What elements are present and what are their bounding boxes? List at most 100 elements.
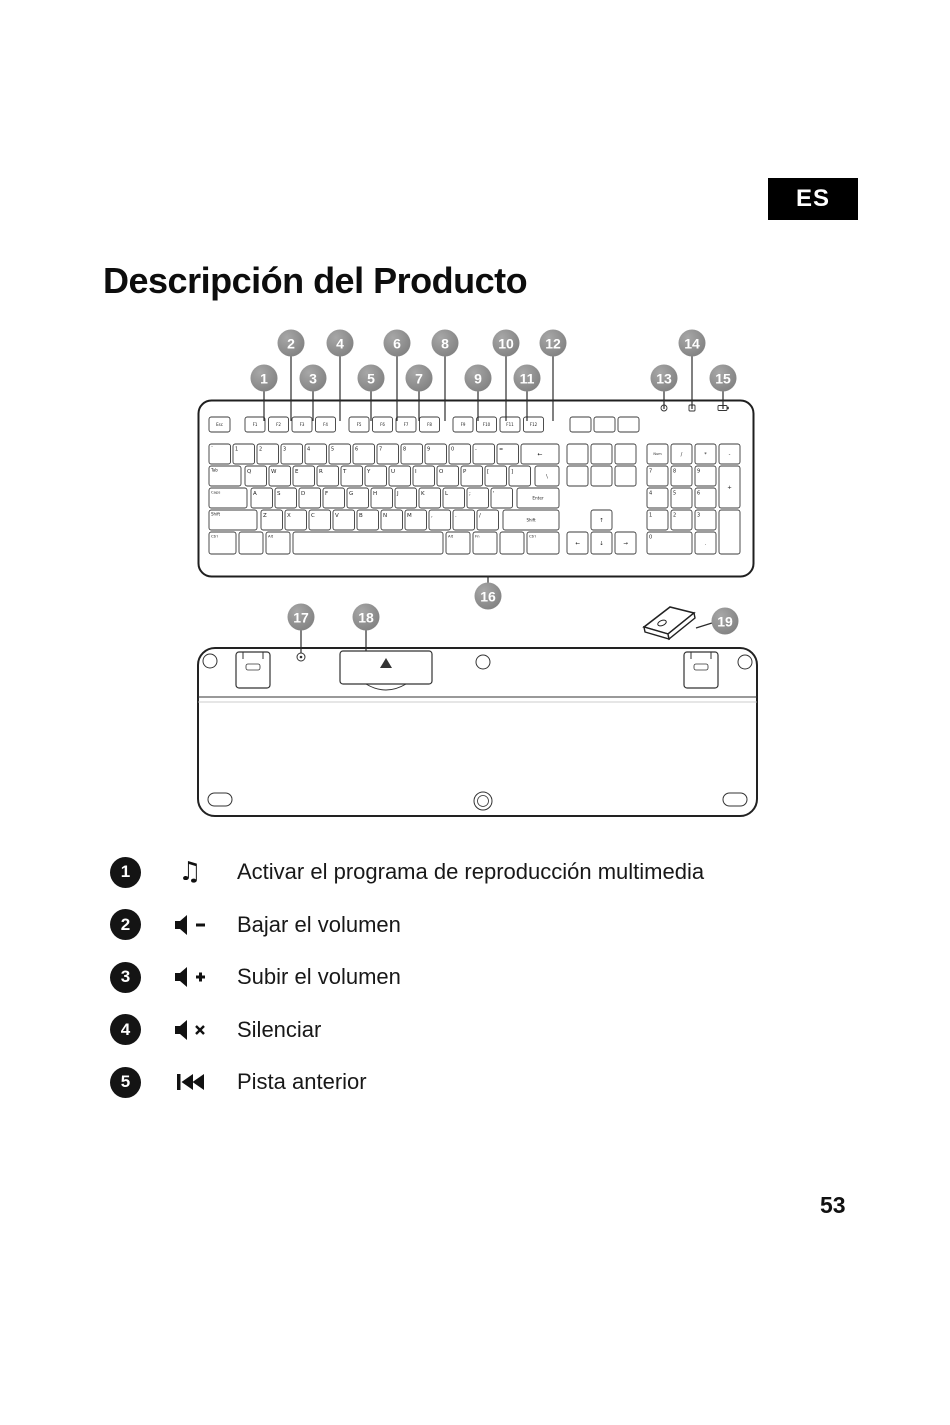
svg-text:5: 5 xyxy=(673,491,676,497)
keyboard-key xyxy=(442,487,465,509)
svg-text:O: O xyxy=(439,469,444,475)
legend-item-text: Subir el volumen xyxy=(237,964,401,989)
svg-text:]: ] xyxy=(511,469,513,475)
svg-text:F3: F3 xyxy=(300,422,305,427)
keyboard-key xyxy=(476,416,497,433)
keyboard-key xyxy=(208,531,237,555)
svg-text:U: U xyxy=(391,469,395,475)
svg-text:R: R xyxy=(319,469,323,475)
keyboard-key xyxy=(523,416,544,433)
legend-item: 4 Silenciar xyxy=(110,1014,704,1046)
keyboard-key xyxy=(694,487,717,509)
svg-text:A: A xyxy=(253,491,257,497)
keyboard-key xyxy=(614,531,637,555)
svg-text:V: V xyxy=(335,513,339,519)
keyboard-key xyxy=(694,465,717,487)
keyboard-key xyxy=(718,443,741,465)
keyboard-key xyxy=(268,416,289,433)
legend-item-text: Pista anterior xyxy=(237,1069,367,1094)
svg-text:8: 8 xyxy=(403,447,406,453)
keyboard-key xyxy=(445,531,471,555)
volume-up-icon xyxy=(173,966,207,988)
svg-text:F4: F4 xyxy=(323,422,328,427)
svg-text:F: F xyxy=(325,491,328,497)
svg-text:4: 4 xyxy=(649,491,652,497)
svg-text:F10: F10 xyxy=(483,422,491,427)
keyboard-key xyxy=(646,509,669,531)
keyboard-key xyxy=(534,465,560,487)
svg-text:1: 1 xyxy=(649,513,652,519)
legend-item-number: 5 xyxy=(110,1066,141,1098)
keyboard-key xyxy=(590,509,613,531)
keyboard-key xyxy=(508,465,531,487)
page-number: 53 xyxy=(820,1192,846,1218)
callout-3: 3 xyxy=(299,364,327,392)
keyboard-key xyxy=(718,465,741,509)
keyboard-key xyxy=(346,487,369,509)
keyboard-key xyxy=(322,487,345,509)
svg-text:Shift: Shift xyxy=(526,517,536,522)
keyboard-key xyxy=(566,465,589,487)
svg-text:2: 2 xyxy=(259,447,262,453)
keyboard-key xyxy=(208,465,242,487)
svg-text:-: - xyxy=(729,452,731,458)
callout-12: 12 xyxy=(539,329,567,357)
rubber-foot-right xyxy=(722,792,748,807)
svg-text:Shift: Shift xyxy=(211,512,221,517)
callout-14: 14 xyxy=(678,329,706,357)
keyboard-key xyxy=(694,531,717,555)
svg-text:5: 5 xyxy=(331,447,334,453)
keyboard-key xyxy=(670,465,693,487)
keyboard-key xyxy=(436,465,459,487)
legend-item: 5 Pista anterior xyxy=(110,1066,704,1098)
keyboard-key xyxy=(490,487,513,509)
keyboard-key xyxy=(418,487,441,509)
keyboard-key xyxy=(694,443,717,465)
keyboard-key xyxy=(352,443,375,465)
legend-item: 3 Subir el volumen xyxy=(110,961,704,993)
keyboard-key xyxy=(590,465,613,487)
keyboard-key xyxy=(348,416,370,433)
keyboard-key xyxy=(452,416,474,433)
keyboard-key xyxy=(238,531,264,555)
svg-text:=: = xyxy=(499,447,503,453)
svg-text:0: 0 xyxy=(451,447,454,453)
keyboard-key xyxy=(304,443,327,465)
keyboard-key xyxy=(244,416,266,433)
svg-text:F1: F1 xyxy=(253,422,258,427)
svg-text:+: + xyxy=(727,485,732,491)
keyboard-key xyxy=(388,465,411,487)
svg-text:-: - xyxy=(475,447,477,453)
svg-text:[: [ xyxy=(487,469,489,475)
keyboard-key xyxy=(670,509,693,531)
svg-text:F2: F2 xyxy=(276,422,281,427)
keyboard-key xyxy=(340,465,363,487)
callout-11: 11 xyxy=(513,364,541,392)
keyboard-key xyxy=(316,465,339,487)
keyboard-key xyxy=(400,443,423,465)
keyboard-key xyxy=(569,416,592,433)
battery-door-right xyxy=(683,651,719,689)
keyboard-key xyxy=(590,531,613,555)
svg-text:F8: F8 xyxy=(427,422,432,427)
callout-4: 4 xyxy=(326,329,354,357)
page-title: Descripción del Producto xyxy=(103,260,528,301)
svg-text:L: L xyxy=(445,491,449,497)
battery-door-left xyxy=(235,651,271,689)
keyboard-key xyxy=(356,509,379,531)
keyboard-key xyxy=(452,509,475,531)
svg-text:,: , xyxy=(431,513,433,519)
svg-text:.: . xyxy=(455,513,457,519)
keyboard-key xyxy=(298,487,321,509)
keyboard-key xyxy=(380,509,403,531)
keyboard-key xyxy=(694,509,717,531)
usb-receiver-illustration xyxy=(642,606,696,641)
keyboard-key xyxy=(280,443,303,465)
svg-text:H: H xyxy=(373,491,377,497)
svg-text:Alt: Alt xyxy=(448,533,454,538)
svg-text:D: D xyxy=(301,491,305,497)
previous-track-icon xyxy=(173,1071,207,1093)
keyboard-key xyxy=(670,487,693,509)
keyboard-key xyxy=(208,509,258,531)
